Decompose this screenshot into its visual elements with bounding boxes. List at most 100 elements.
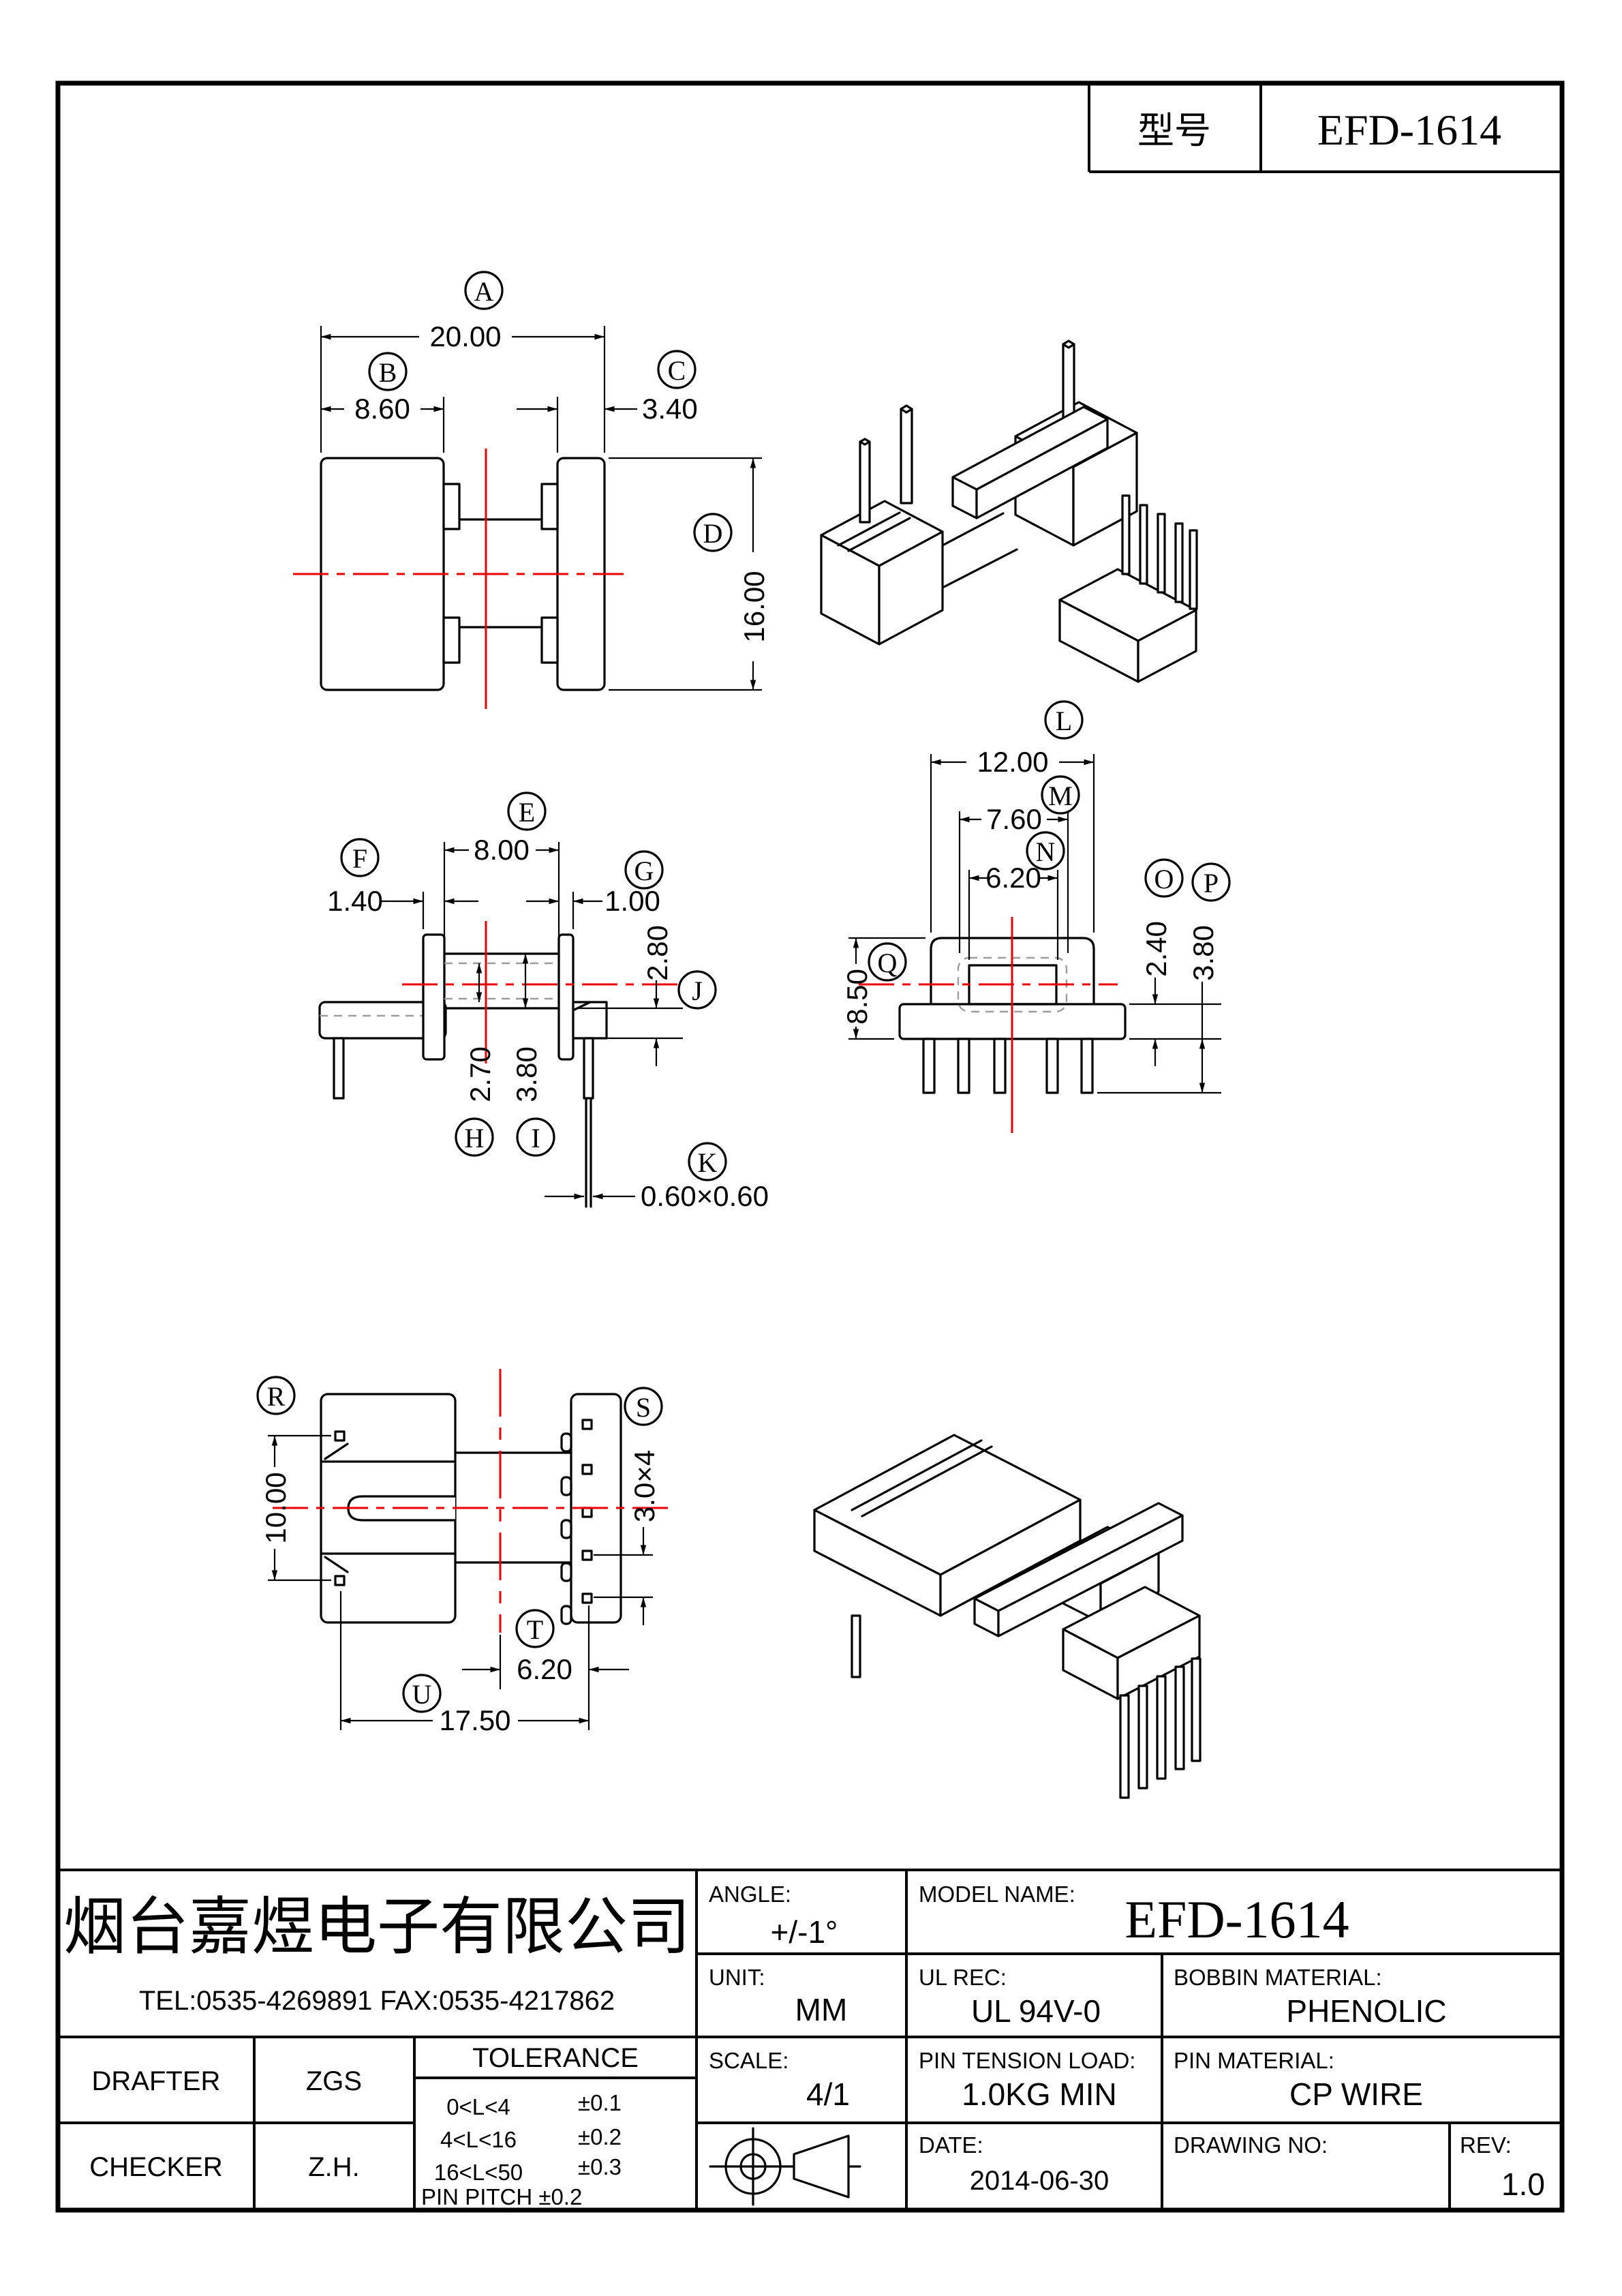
pin-tension-label: PIN TENSION LOAD: — [919, 2048, 1135, 2073]
balloon-j: J — [677, 970, 717, 1010]
date-value: 2014-06-30 — [970, 2166, 1110, 2196]
balloon-l: L — [1044, 700, 1084, 740]
drafter-label: DRAFTER — [92, 2066, 221, 2096]
dim-P: 3.80 — [1187, 925, 1219, 981]
svg-text:N: N — [1036, 836, 1056, 867]
svg-text:P: P — [1204, 868, 1219, 898]
rev-label: REV: — [1460, 2132, 1512, 2158]
balloon-e: E — [507, 791, 547, 831]
svg-text:J: J — [692, 976, 703, 1006]
balloon-m: M — [1041, 775, 1080, 815]
scale-label: SCALE: — [709, 2048, 789, 2073]
sheet-border — [55, 80, 1565, 2213]
tolerance-pin-pitch: PIN PITCH ±0.2 — [421, 2184, 582, 2209]
dim-A: 20.00 — [429, 320, 501, 352]
date-label: DATE: — [919, 2132, 983, 2158]
bottom-view: 10.00 3.0×4 6.20 17.50 R S T U — [256, 1369, 671, 1736]
isometric-view-bottom — [813, 1434, 1202, 1799]
tolerance-row-2-range: 4<L<16 — [440, 2127, 517, 2152]
tolerance-row-3-range: 16<L<50 — [434, 2160, 523, 2185]
svg-text:O: O — [1154, 864, 1174, 894]
balloon-c: C — [657, 350, 697, 389]
drawing-no-label: DRAWING NO: — [1174, 2132, 1328, 2158]
title-block: 烟台嘉煜电子有限公司 TEL:0535-4269891 FAX:0535-421… — [58, 1869, 1562, 2210]
ul-rec-label: UL REC: — [919, 1965, 1007, 1990]
dim-U: 17.50 — [439, 1704, 510, 1736]
unit-value: MM — [795, 1992, 848, 2027]
balloon-g: G — [624, 850, 664, 890]
dim-H: 2.70 — [464, 1046, 496, 1102]
model-name-value: EFD-1614 — [1124, 1890, 1349, 1949]
balloon-a: A — [464, 271, 504, 310]
balloon-o: O — [1144, 858, 1184, 898]
dim-O: 2.40 — [1140, 921, 1172, 977]
balloon-p: P — [1191, 862, 1231, 902]
balloon-q: Q — [868, 942, 907, 982]
balloon-s: S — [624, 1387, 663, 1426]
company-contact: TEL:0535-4269891 FAX:0535-4217862 — [139, 1986, 615, 2016]
balloon-h: H — [455, 1117, 494, 1157]
pin-material-label: PIN MATERIAL: — [1174, 2048, 1334, 2073]
angle-value: +/-1° — [771, 1914, 838, 1950]
pin-tension-value: 1.0KG MIN — [962, 2076, 1117, 2112]
tolerance-row-3-value: ±0.3 — [578, 2154, 622, 2179]
scale-value: 4/1 — [806, 2076, 850, 2112]
svg-text:D: D — [703, 518, 723, 549]
top-view: 20.00 8.60 3.40 16.00 A B C D — [293, 271, 770, 709]
bobbin-material-value: PHENOLIC — [1286, 1993, 1446, 2029]
projection-symbol-icon — [709, 2127, 861, 2206]
drafter-value: ZGS — [306, 2066, 362, 2096]
dim-F: 1.40 — [327, 885, 383, 917]
dim-E: 8.00 — [474, 834, 530, 866]
svg-text:T: T — [527, 1614, 543, 1645]
header-box: 型号 EFD-1614 — [1088, 83, 1562, 173]
svg-text:E: E — [519, 797, 535, 828]
isometric-view-top — [820, 339, 1198, 683]
svg-text:M: M — [1048, 781, 1073, 811]
dim-B: 8.60 — [354, 393, 410, 425]
angle-label: ANGLE: — [709, 1882, 791, 1907]
balloon-f: F — [340, 838, 380, 877]
header-model-value: EFD-1614 — [1317, 106, 1501, 154]
svg-text:K: K — [698, 1147, 718, 1178]
balloon-b: B — [368, 352, 408, 391]
dim-S: 3.0×4 — [628, 1450, 660, 1522]
svg-text:B: B — [379, 357, 397, 388]
front-view: 12.00 7.60 6.20 8.50 2.40 3.80 L M N O P… — [841, 700, 1231, 1133]
svg-text:C: C — [668, 355, 686, 386]
ul-rec-value: UL 94V-0 — [971, 1993, 1101, 2029]
svg-text:H: H — [465, 1123, 485, 1153]
tolerance-row-1-range: 0<L<4 — [446, 2094, 510, 2119]
dim-L: 12.00 — [977, 746, 1048, 778]
dim-N: 6.20 — [985, 862, 1041, 894]
balloon-i: I — [516, 1117, 555, 1157]
dim-K: 0.60×0.60 — [641, 1180, 769, 1212]
dim-C: 3.40 — [642, 393, 698, 425]
unit-label: UNIT: — [709, 1965, 765, 1990]
svg-text:S: S — [636, 1392, 651, 1423]
side-view: 8.00 1.40 1.00 2.70 3.80 2.80 0.60×0.60 … — [318, 791, 769, 1212]
svg-text:G: G — [634, 856, 654, 886]
rev-value: 1.0 — [1501, 2166, 1545, 2202]
dim-D: 16.00 — [738, 571, 770, 642]
dim-G: 1.00 — [605, 885, 660, 917]
header-model-label: 型号 — [1137, 110, 1211, 151]
balloon-r: R — [256, 1376, 296, 1415]
svg-text:Q: Q — [878, 948, 898, 978]
checker-value: Z.H. — [308, 2152, 360, 2182]
svg-text:R: R — [267, 1381, 286, 1412]
dim-T: 6.20 — [517, 1653, 572, 1685]
checker-label: CHECKER — [89, 2152, 223, 2182]
pin-material-value: CP WIRE — [1289, 2076, 1423, 2112]
dim-R: 10.00 — [260, 1472, 292, 1543]
balloon-n: N — [1026, 831, 1065, 871]
balloon-u: U — [402, 1674, 442, 1713]
dim-I: 3.80 — [510, 1046, 542, 1102]
dim-Q: 8.50 — [841, 969, 873, 1025]
svg-text:F: F — [352, 843, 367, 874]
balloon-k: K — [688, 1142, 727, 1181]
company-name: 烟台嘉煜电子有限公司 — [63, 1892, 690, 1962]
balloon-t: T — [515, 1609, 555, 1648]
